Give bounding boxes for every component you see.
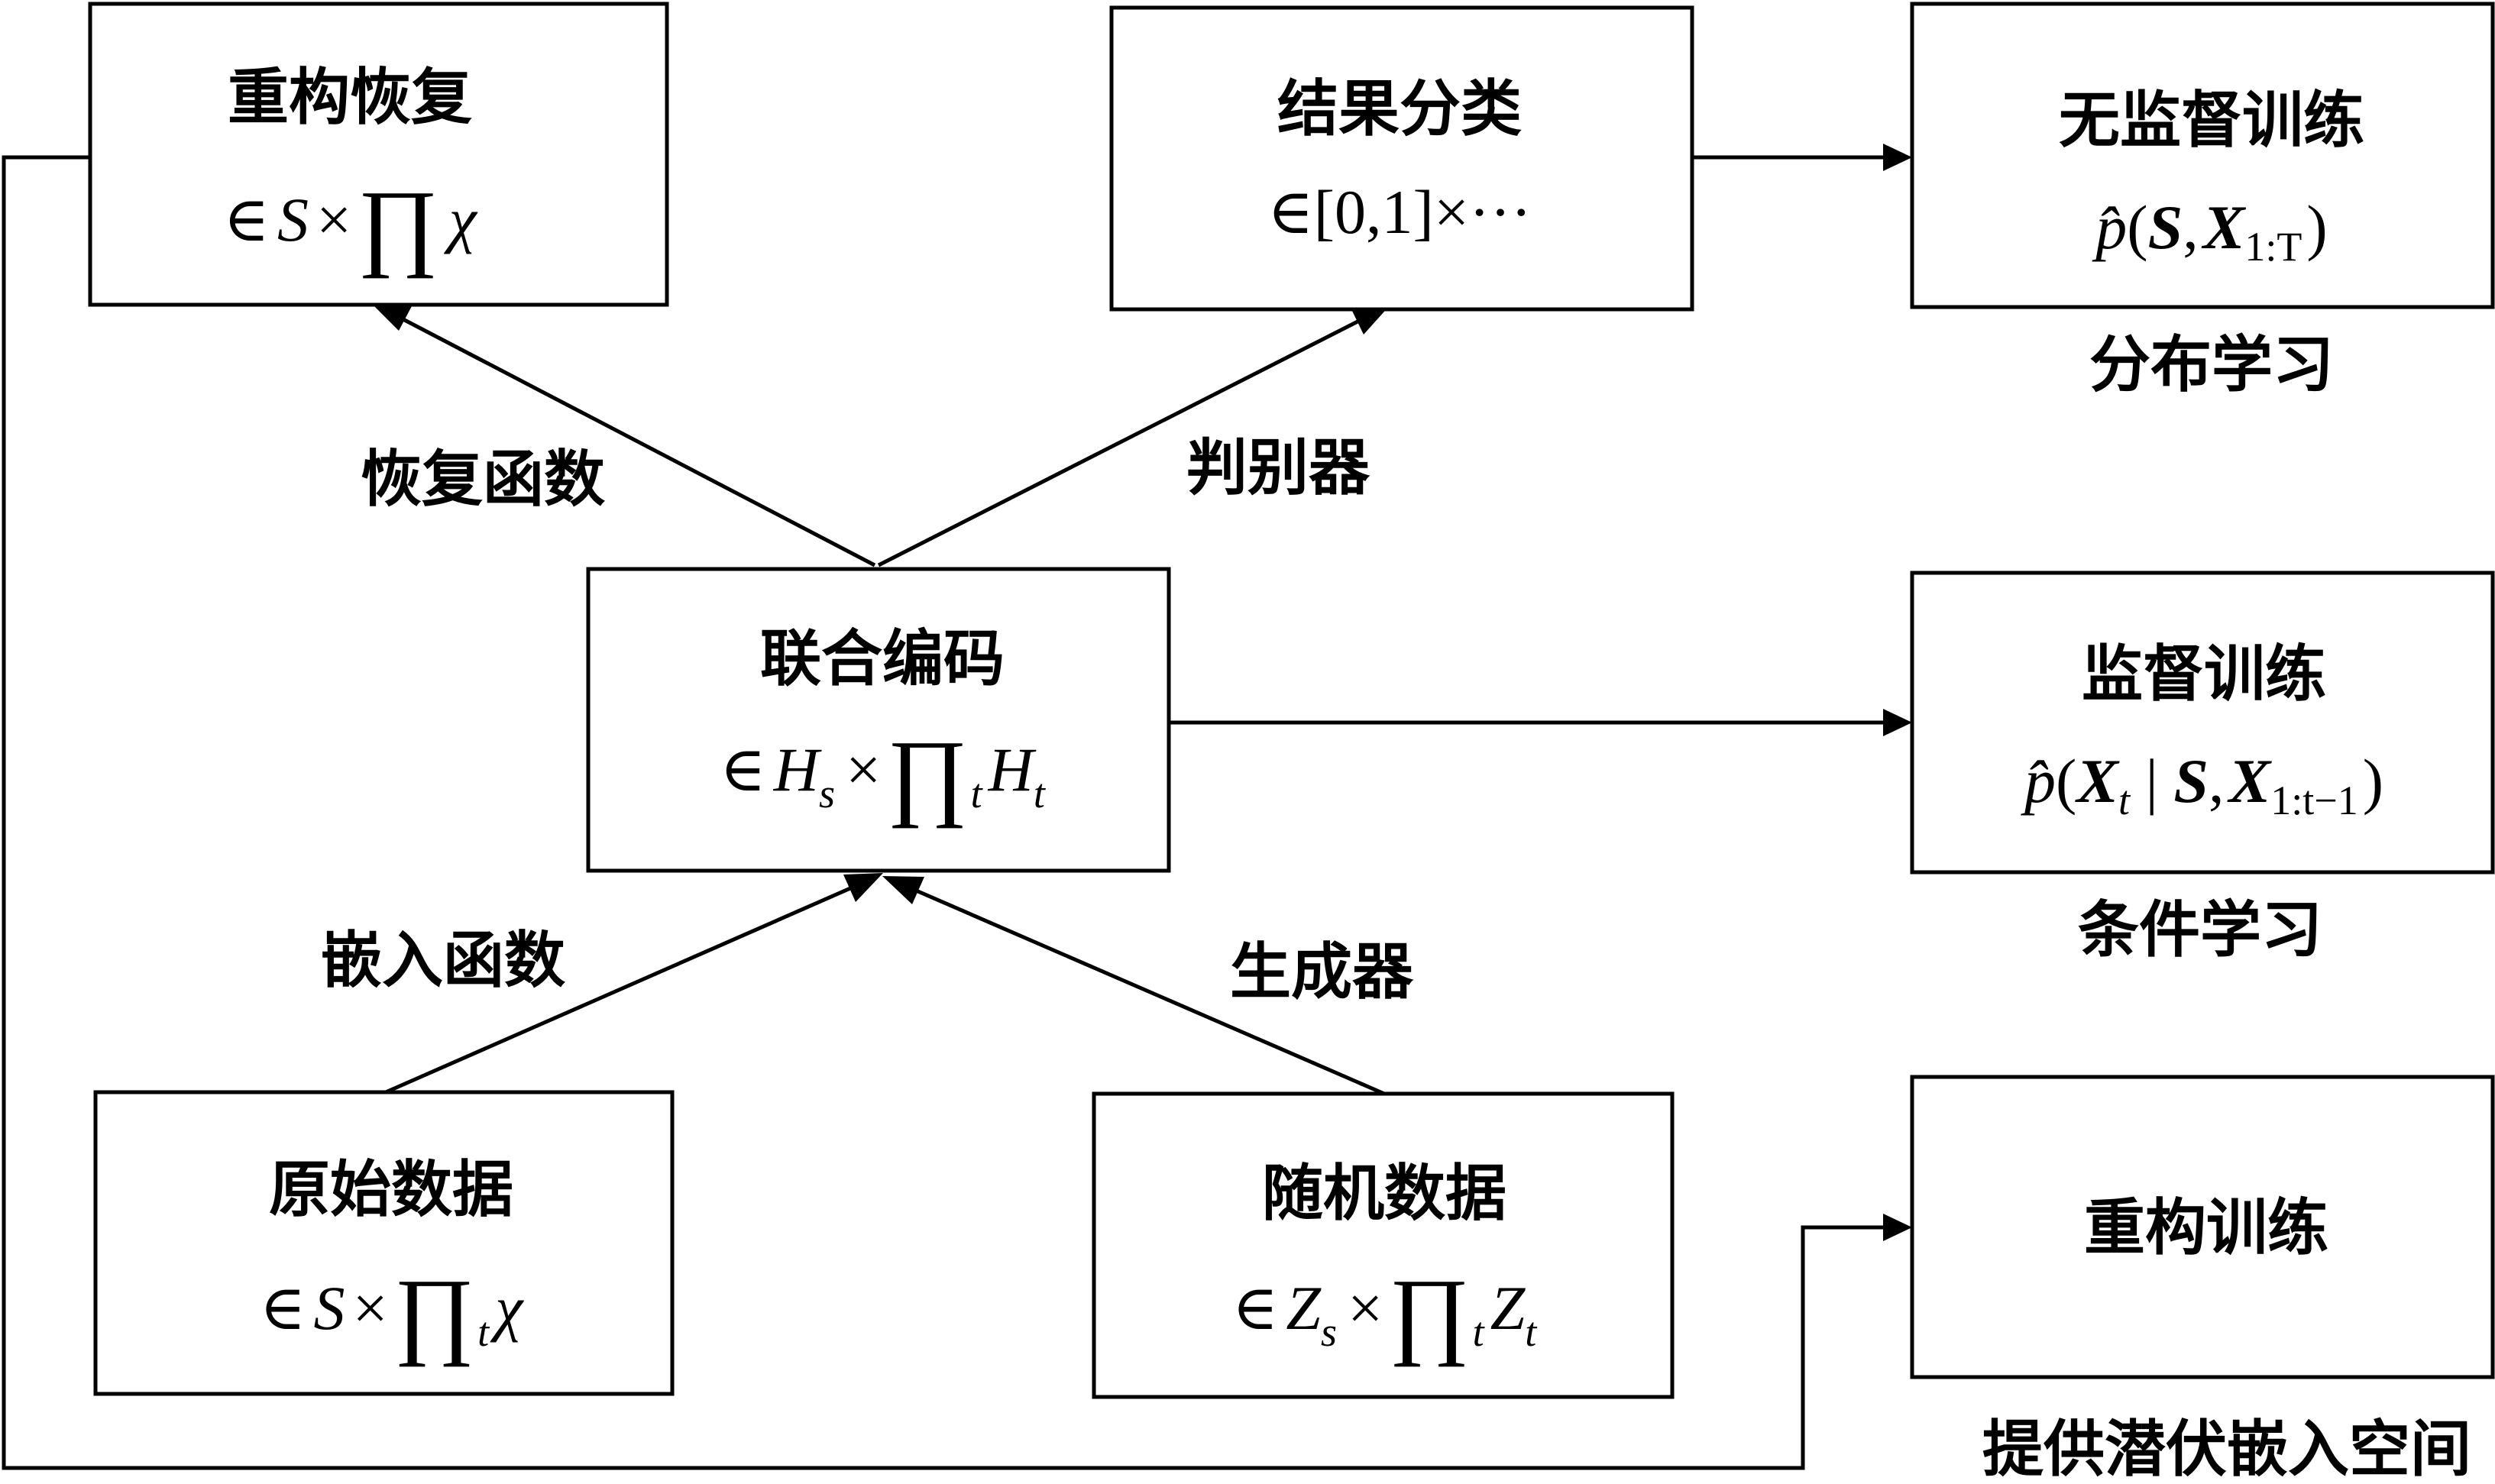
box-classify: [1109, 5, 1694, 312]
raw-title: 原始数据: [269, 1154, 513, 1225]
joint-title: 联合编码: [760, 623, 1005, 694]
recon-train-caption: 提供潜伏嵌入空间: [1982, 1414, 2471, 1484]
edge-label-embedding-fn: 嵌入函数: [321, 925, 565, 996]
joint-formula: ∈Hs×∏tHt: [720, 720, 1047, 829]
reconstruct-title: 重构恢复: [228, 62, 472, 133]
edge-label-generator: 生成器: [1230, 936, 1414, 1007]
edge-feedback-loop: [2, 155, 1912, 1470]
reconstruct-formula: ∈S×∏χ: [223, 170, 477, 279]
supervised-caption: 条件学习: [2078, 894, 2322, 965]
edge-label-discriminator: 判别器: [1186, 432, 1370, 503]
unsupervised-title: 无监督训练: [2059, 85, 2364, 156]
box-recon-train: [1910, 1075, 2495, 1379]
edge-label-recovery-fn: 恢复函数: [361, 444, 605, 515]
recon-train-title: 重构训练: [2084, 1192, 2328, 1263]
classify-title: 结果分类: [1277, 73, 1522, 144]
unsupervised-caption: 分布学习: [2089, 329, 2334, 400]
supervised-formula: p̂(Xt | S,X1:t−1): [2021, 746, 2383, 823]
box-random: [1092, 1091, 1675, 1399]
classify-formula: ∈[0,1]×···: [1267, 177, 1532, 247]
edge-raw-to-joint: [384, 873, 883, 1094]
unsupervised-formula: p̂(S,X1:T): [2092, 192, 2327, 270]
box-supervised: [1910, 571, 2495, 875]
raw-formula: ∈S×∏tχ: [260, 1259, 524, 1367]
supervised-title: 监督训练: [2082, 639, 2326, 710]
box-raw: [93, 1090, 675, 1396]
box-joint: [586, 567, 1171, 873]
edge-classify-to-unsupervised: [1692, 144, 1912, 171]
edge-random-to-joint: [882, 876, 1385, 1096]
edge-joint-to-classify: [877, 305, 1390, 567]
box-reconstruct: [88, 2, 669, 307]
edge-joint-to-reconstruct: [371, 302, 876, 567]
box-unsupervised: [1910, 2, 2495, 309]
edge-joint-to-supervised: [1169, 709, 1912, 736]
random-formula: ∈Zs×∏tZt: [1232, 1259, 1539, 1367]
random-title: 随机数据: [1262, 1158, 1506, 1229]
